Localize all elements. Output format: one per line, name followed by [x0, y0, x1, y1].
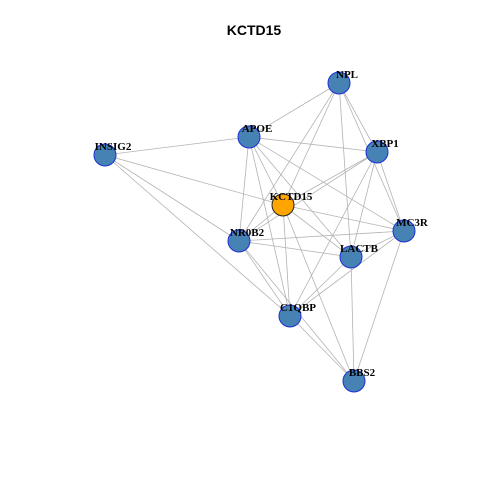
edge-npl-apoe: [248, 82, 340, 138]
node-c1qbp[interactable]: C1QBP: [278, 302, 316, 328]
edge-apoe-xbp1: [248, 136, 378, 153]
node-circle-c1qbp[interactable]: [278, 304, 302, 328]
edge-insig2-kctd15: [104, 154, 284, 206]
edge-kctd15-mc3r: [282, 204, 405, 232]
node-label-nr0b2: NR0B2: [230, 227, 265, 239]
node-kctd15[interactable]: KCTD15: [270, 191, 313, 217]
edge-lactb-bbs2: [350, 256, 355, 382]
edge-xbp1-c1qbp: [289, 151, 378, 317]
node-label-npl: NPL: [336, 69, 358, 81]
node-label-kctd15: KCTD15: [270, 191, 313, 203]
edge-apoe-kctd15: [248, 136, 284, 206]
node-insig2[interactable]: INSIG2: [93, 141, 132, 167]
node-label-mc3r: MC3R: [396, 217, 429, 229]
node-circle-kctd15[interactable]: [271, 193, 295, 217]
node-nr0b2[interactable]: NR0B2: [227, 227, 265, 253]
node-circle-nr0b2[interactable]: [227, 229, 251, 253]
edge-kctd15-c1qbp: [282, 204, 291, 317]
node-npl[interactable]: NPL: [327, 69, 358, 95]
edge-apoe-c1qbp: [248, 136, 291, 317]
node-xbp1[interactable]: XBP1: [365, 138, 399, 164]
edge-npl-nr0b2: [238, 82, 340, 242]
node-circle-lactb[interactable]: [339, 245, 363, 269]
node-label-xbp1: XBP1: [371, 138, 399, 150]
edge-mc3r-c1qbp: [289, 230, 405, 317]
node-label-c1qbp: C1QBP: [280, 302, 316, 314]
edge-apoe-mc3r: [248, 136, 405, 232]
node-apoe[interactable]: APOE: [237, 123, 273, 149]
node-circle-mc3r[interactable]: [392, 219, 416, 243]
node-circle-apoe[interactable]: [237, 125, 261, 149]
edge-xbp1-kctd15: [282, 151, 378, 206]
edge-nr0b2-mc3r: [238, 230, 405, 242]
node-lactb[interactable]: LACTB: [339, 243, 379, 269]
node-circle-insig2[interactable]: [93, 143, 117, 167]
node-circle-npl[interactable]: [327, 71, 351, 95]
node-mc3r[interactable]: MC3R: [392, 217, 429, 243]
node-circle-xbp1[interactable]: [365, 140, 389, 164]
node-circle-bbs2[interactable]: [342, 369, 366, 393]
edge-xbp1-lactb: [350, 151, 378, 258]
edge-xbp1-nr0b2: [238, 151, 378, 242]
edge-insig2-nr0b2: [104, 154, 240, 242]
edge-lactb-c1qbp: [289, 256, 352, 317]
node-label-lactb: LACTB: [340, 243, 379, 255]
edge-apoe-lactb: [248, 136, 352, 258]
edge-mc3r-bbs2: [353, 230, 405, 382]
edge-npl-xbp1: [338, 82, 378, 153]
edge-kctd15-bbs2: [282, 204, 355, 382]
node-label-apoe: APOE: [242, 123, 273, 135]
edge-apoe-nr0b2: [238, 136, 250, 242]
edge-xbp1-mc3r: [376, 151, 405, 232]
edge-nr0b2-lactb: [238, 240, 352, 258]
edges-layer: [104, 82, 405, 382]
edge-kctd15-lactb: [282, 204, 352, 258]
graph-title: KCTD15: [227, 22, 282, 38]
edge-apoe-insig2: [104, 136, 250, 156]
node-label-insig2: INSIG2: [95, 141, 132, 153]
node-bbs2[interactable]: BBS2: [342, 367, 376, 393]
edge-nr0b2-c1qbp: [238, 240, 291, 317]
node-label-bbs2: BBS2: [349, 367, 376, 379]
edge-c1qbp-bbs2: [289, 315, 355, 382]
edge-insig2-c1qbp: [104, 154, 291, 317]
